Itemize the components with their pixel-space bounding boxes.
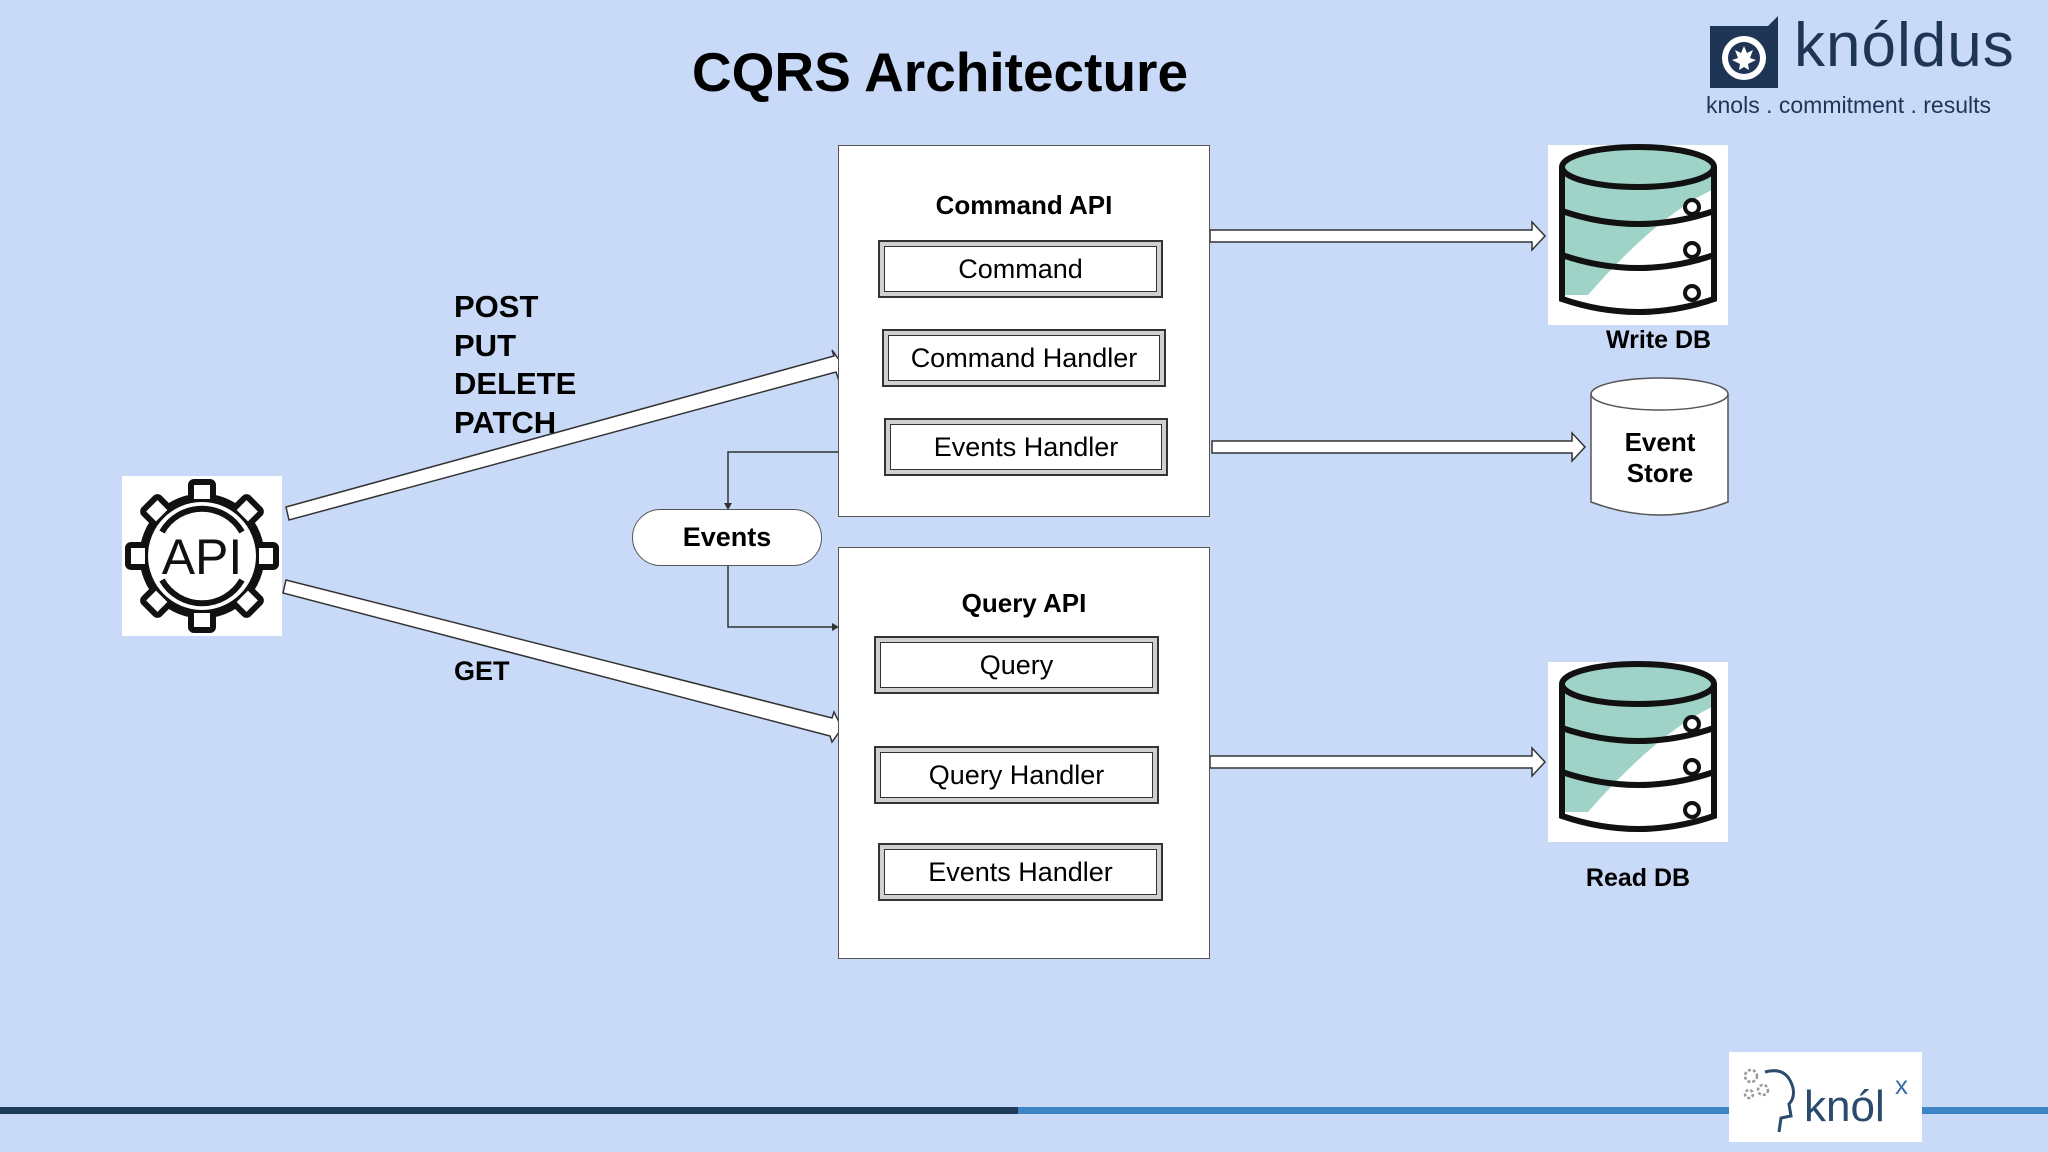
company-tagline: knols . commitment . results (1706, 92, 1992, 118)
connector-command-to-events (727, 451, 838, 505)
event-store-label-line1: Event (1624, 427, 1696, 457)
api-client: API (122, 476, 282, 636)
command-events-handler-box: Events Handler (884, 418, 1168, 476)
query-handler-box: Query Handler (874, 746, 1159, 804)
method-get: GET (454, 656, 510, 686)
write-methods: POST PUT DELETE PATCH (454, 288, 576, 442)
arrow-query-to-read-db (1209, 746, 1547, 778)
arrow-api-to-query (282, 579, 843, 744)
maple-leaf-icon (1710, 16, 1778, 88)
footer-brand-sup: x (1895, 1070, 1908, 1100)
write-db-icon (1548, 144, 1728, 325)
footer-brand: knól (1804, 1082, 1885, 1131)
company-name: knóldus (1794, 11, 2015, 80)
command-handler-box: Command Handler (882, 329, 1166, 387)
head-gears-icon (1743, 1068, 1795, 1133)
connector-events-to-query (727, 566, 834, 628)
api-gear-icon: API (125, 479, 279, 633)
company-logo: knóldus knols . commitment . results (1706, 11, 2021, 124)
query-events-handler-box: Events Handler (878, 843, 1163, 901)
arrow-events-to-event-store (1211, 431, 1587, 463)
write-db-label: Write DB (1606, 326, 1712, 354)
read-db-label: Read DB (1585, 864, 1691, 892)
query-box: Query (874, 636, 1159, 694)
command-box: Command (878, 240, 1163, 298)
arrow-command-to-write-db (1209, 220, 1547, 252)
method-post: POST (454, 289, 539, 324)
footer-logo: knól x (1729, 1052, 1922, 1142)
event-store-cylinder-icon (1590, 377, 1729, 516)
events-node: Events (632, 509, 822, 566)
event-store-label: Event Store (1590, 427, 1730, 489)
footer-bar-light (1018, 1107, 2048, 1114)
method-put: PUT (454, 327, 516, 363)
command-api-title: Command API (935, 190, 1113, 220)
event-store-label-line2: Store (1626, 458, 1694, 488)
api-label: API (162, 529, 243, 585)
diagram-title: CQRS Architecture (691, 41, 1189, 103)
footer-bar-dark (0, 1107, 1018, 1114)
method-delete: DELETE (454, 366, 577, 401)
read-db-icon (1548, 661, 1728, 842)
query-api-title: Query API (961, 588, 1087, 618)
method-patch: PATCH (454, 404, 557, 440)
